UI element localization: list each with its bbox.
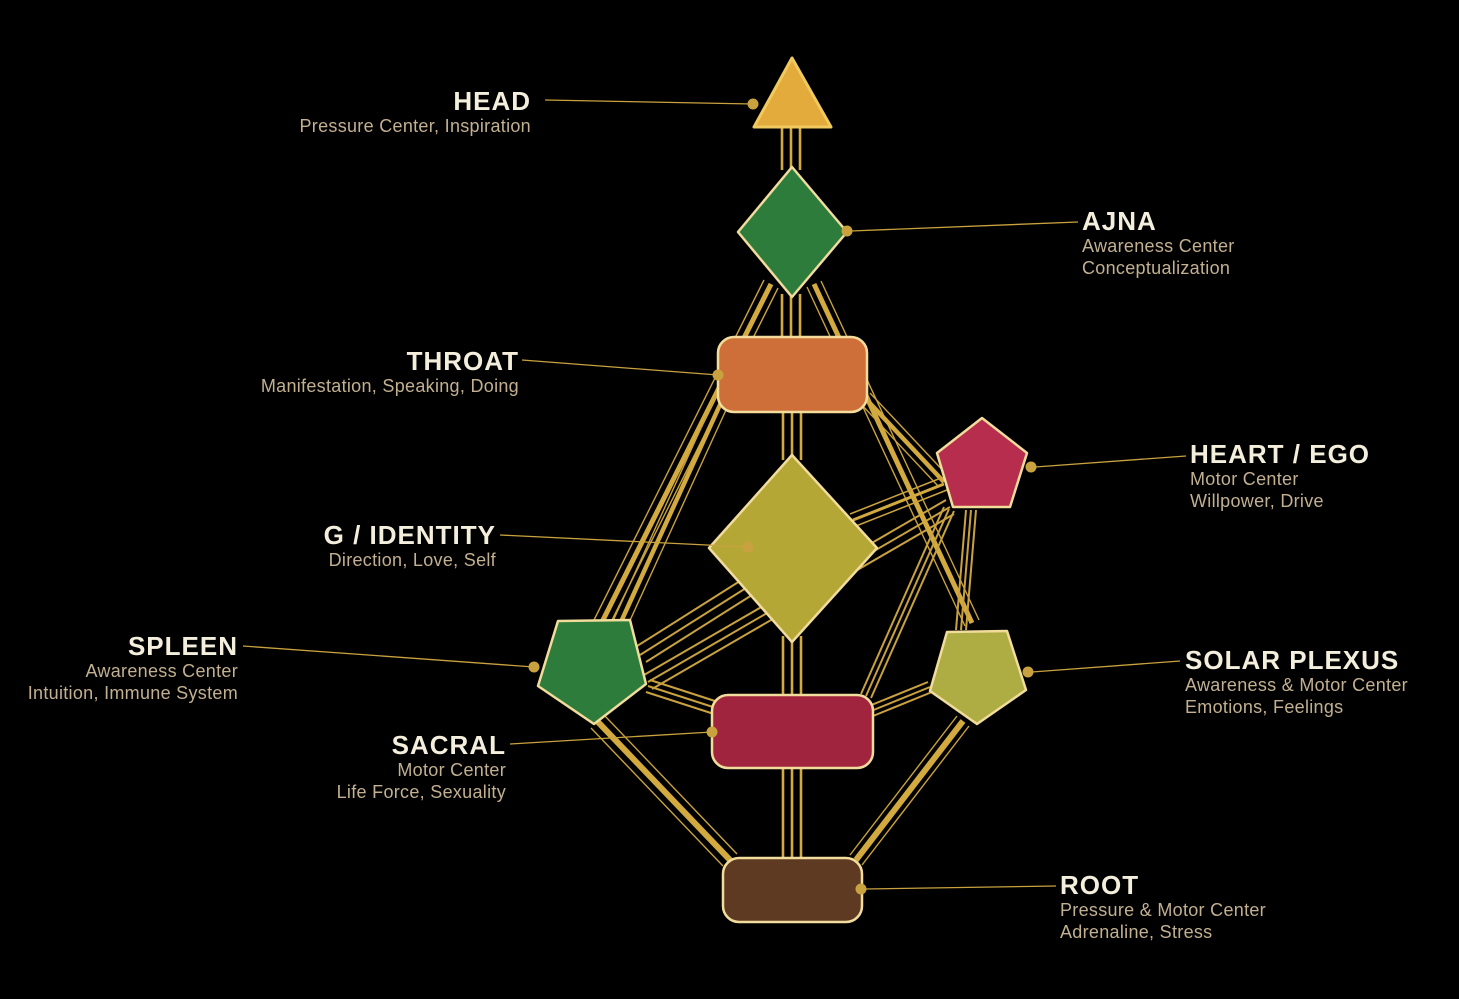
ajna-title: AJNA — [1082, 206, 1157, 236]
g-identity-description: Direction, Love, Self — [328, 550, 496, 570]
head-center-shape — [752, 56, 833, 129]
root-leader-line — [864, 885, 1057, 890]
g-identity-leader-line — [499, 534, 749, 548]
spleen-description-1: Awareness Center — [85, 661, 238, 681]
spleen-description-2: Intuition, Immune System — [27, 683, 238, 703]
g-identity-title: G / IDENTITY — [323, 520, 496, 550]
sacral-center-shape — [710, 693, 875, 770]
spleen-center-shape — [536, 618, 648, 726]
sacral-anchor-dot — [706, 726, 718, 738]
head-label: HEAD Pressure Center, Inspiration — [299, 87, 531, 137]
root-label: ROOT Pressure & Motor Center Adrenaline,… — [1060, 871, 1266, 943]
channel-g-heart — [849, 477, 948, 527]
throat-title: THROAT — [406, 346, 519, 376]
root-description-2: Adrenaline, Stress — [1060, 922, 1213, 942]
leader-dots — [528, 98, 1037, 895]
leader-lines — [242, 99, 1187, 890]
heart-description-1: Motor Center — [1190, 469, 1299, 489]
center-shapes — [536, 56, 1029, 924]
sacral-leader-line — [509, 731, 713, 745]
sacral-label: SACRAL Motor Center Life Force, Sexualit… — [337, 731, 506, 803]
spleen-title: SPLEEN — [127, 631, 238, 661]
g-identity-center-shape — [707, 453, 879, 644]
solar-plexus-leader-line — [1031, 660, 1181, 673]
heart-anchor-dot — [1025, 461, 1037, 473]
channel-throat-spleen — [612, 392, 732, 628]
channel-ajna-throat — [780, 294, 802, 340]
channel-heart-solar-plexus — [955, 509, 977, 631]
solar-plexus-anchor-dot — [1022, 666, 1034, 678]
heart-leader-line — [1034, 455, 1187, 468]
ajna-leader-line — [850, 221, 1079, 232]
heart-label: HEART / EGO Motor Center Willpower, Driv… — [1190, 440, 1370, 512]
spleen-label: SPLEEN Awareness Center Intuition, Immun… — [28, 632, 238, 704]
head-anchor-dot — [747, 98, 759, 110]
spleen-anchor-dot — [528, 661, 540, 673]
root-center-shape — [721, 856, 864, 924]
channel-spleen-root — [590, 715, 738, 867]
throat-leader-line — [521, 359, 719, 376]
root-anchor-dot — [855, 883, 867, 895]
channel-solar-plexus-root — [849, 715, 970, 866]
ajna-description-2: Conceptualization — [1082, 258, 1231, 278]
channel-g-sacral — [781, 636, 803, 698]
ajna-label: AJNA Awareness Center Conceptualization — [1082, 207, 1235, 279]
throat-anchor-dot — [712, 369, 724, 381]
channel-solar-plexus-sacral — [868, 681, 933, 717]
solar-plexus-description-1: Awareness & Motor Center — [1185, 675, 1408, 695]
solar-plexus-description-2: Emotions, Feelings — [1185, 697, 1344, 717]
throat-description: Manifestation, Speaking, Doing — [260, 376, 519, 396]
head-description: Pressure Center, Inspiration — [299, 116, 531, 136]
heart-ego-center-shape — [935, 416, 1029, 509]
g-identity-anchor-dot — [742, 541, 754, 553]
solar-plexus-title: SOLAR PLEXUS — [1185, 645, 1400, 675]
channel-sacral-root — [781, 766, 803, 862]
channel-spleen-sacral — [645, 679, 719, 715]
sacral-description-2: Life Force, Sexuality — [336, 782, 506, 802]
solar-plexus-center-shape — [928, 629, 1028, 726]
root-title: ROOT — [1060, 870, 1140, 900]
head-title: HEAD — [453, 86, 531, 116]
throat-center-shape — [716, 335, 869, 414]
solar-plexus-label: SOLAR PLEXUS Awareness & Motor Center Em… — [1185, 646, 1408, 718]
g-identity-label: G / IDENTITY Direction, Love, Self — [324, 521, 496, 571]
channel-throat-g — [781, 410, 803, 460]
throat-label: THROAT Manifestation, Speaking, Doing — [261, 347, 519, 397]
channel-head-ajna — [780, 125, 802, 170]
heart-title: HEART / EGO — [1190, 439, 1371, 469]
ajna-description-1: Awareness Center — [1082, 236, 1235, 256]
heart-description-2: Willpower, Drive — [1190, 491, 1324, 511]
root-description-1: Pressure & Motor Center — [1060, 900, 1266, 920]
channel-g-spleen — [633, 580, 753, 663]
channel-throat-heart — [859, 392, 950, 488]
channel-heart-sacral — [860, 506, 955, 699]
sacral-title: SACRAL — [391, 730, 506, 760]
spleen-leader-line — [242, 645, 535, 668]
ajna-center-shape — [736, 165, 849, 299]
sacral-description-1: Motor Center — [397, 760, 506, 780]
head-leader-line — [544, 99, 754, 105]
ajna-anchor-dot — [841, 225, 853, 237]
